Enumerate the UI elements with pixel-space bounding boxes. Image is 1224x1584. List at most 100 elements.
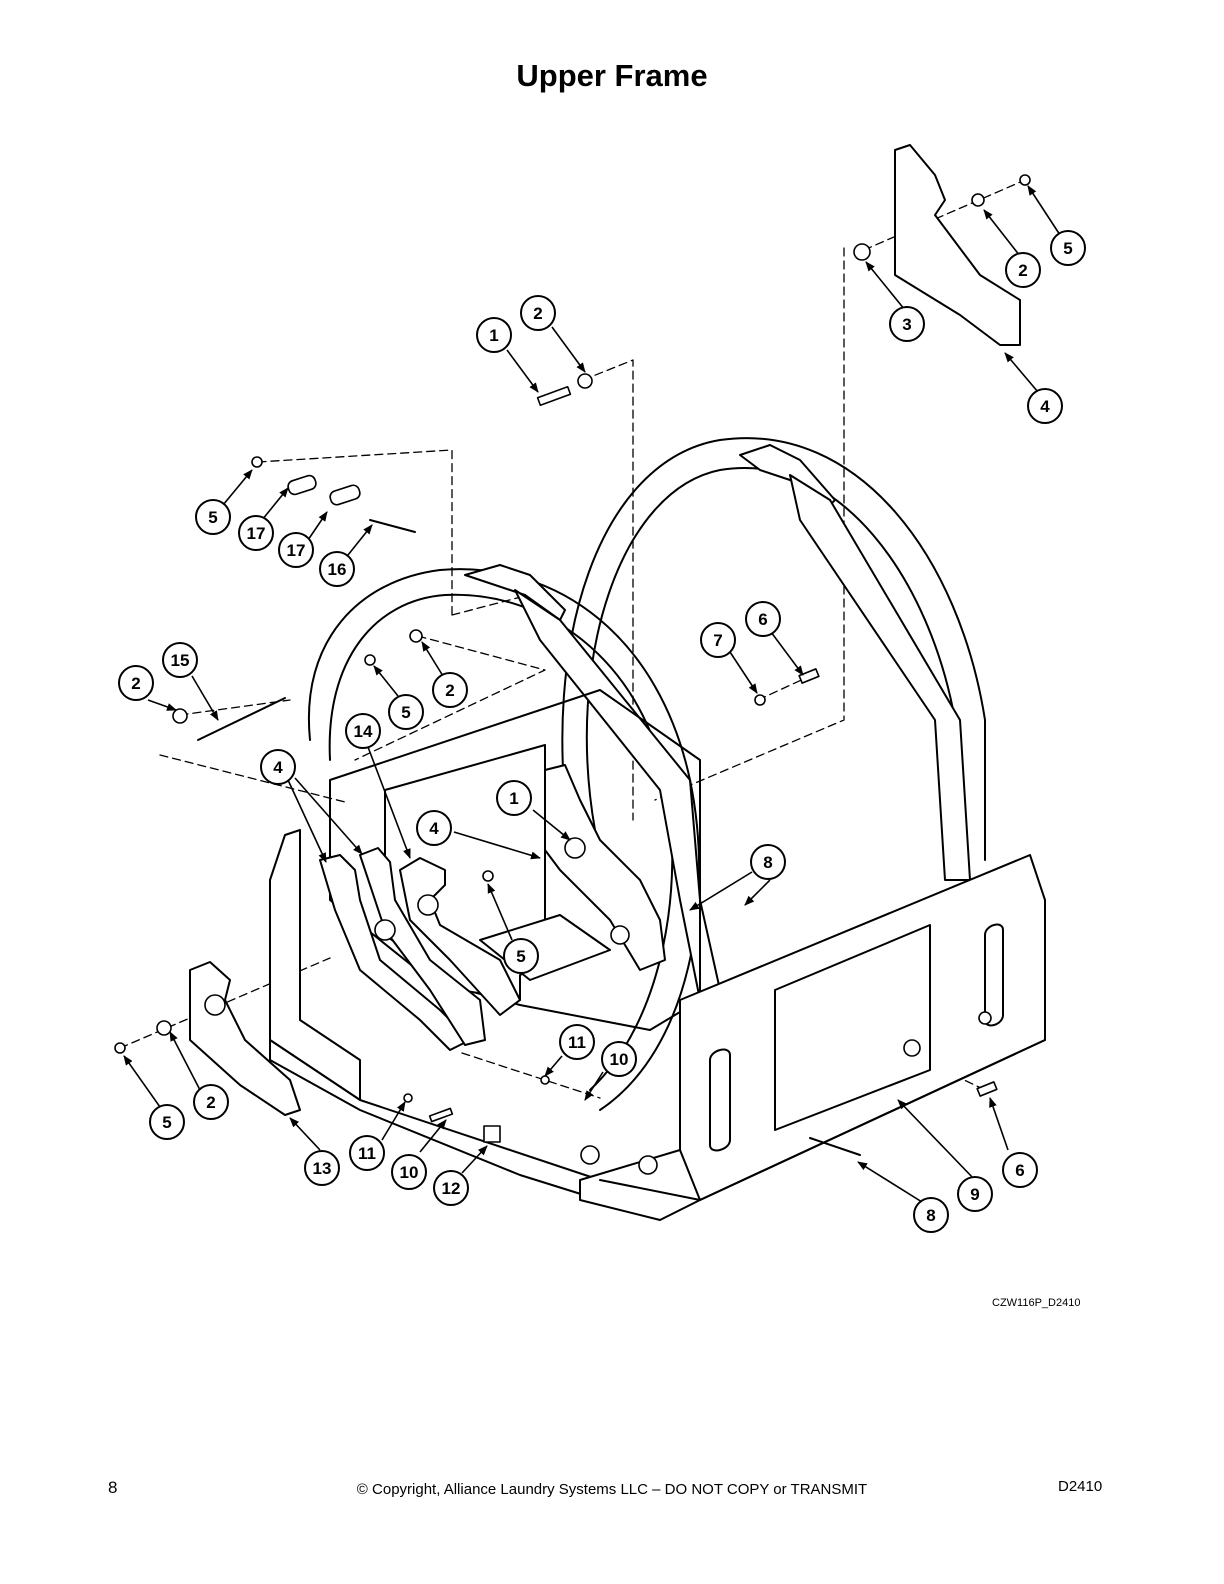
callout-circle — [193, 1084, 229, 1120]
callout-circle — [1005, 252, 1041, 288]
callout-circle — [750, 844, 786, 880]
callout-label: 12 — [442, 1179, 461, 1198]
callout-circle — [195, 499, 231, 535]
callout-label: 10 — [400, 1163, 419, 1182]
callout-circle — [260, 749, 296, 785]
rear-ring — [561, 437, 986, 861]
callout-5: 5 — [1050, 230, 1086, 266]
shock-bracket-d — [544, 764, 666, 971]
copyright-notice: © Copyright, Alliance Laundry Systems LL… — [356, 1481, 868, 1498]
exploded-bracket-top — [894, 144, 1021, 346]
callout-label: 13 — [313, 1159, 332, 1178]
callout-circle — [520, 295, 556, 331]
callout-circle — [1002, 1152, 1038, 1188]
callout-17: 17 — [278, 532, 314, 568]
callout-circle — [319, 551, 355, 587]
callout-2: 2 — [432, 672, 468, 708]
callout-5: 5 — [503, 938, 539, 974]
frame-base-front — [269, 1039, 601, 1201]
callout-4: 4 — [1027, 388, 1063, 424]
callout-circle — [349, 1135, 385, 1171]
callout-circle — [162, 642, 198, 678]
callout-label: 11 — [568, 1033, 586, 1052]
callout-circle — [391, 1154, 427, 1190]
callout-1: 1 — [476, 317, 512, 353]
callout-label: 10 — [610, 1050, 629, 1069]
callout-label: 15 — [171, 651, 190, 670]
callout-circle — [345, 713, 381, 749]
callout-label: 4 — [1040, 397, 1050, 416]
front-ring — [307, 568, 701, 1111]
frame-slot-1 — [709, 1048, 731, 1152]
callout-circle — [149, 1104, 185, 1140]
callout-circle — [278, 532, 314, 568]
callout-label: 6 — [758, 610, 767, 629]
callout-label: 17 — [247, 524, 266, 543]
callout-label: 3 — [902, 315, 911, 334]
front-base-rail — [579, 1149, 701, 1221]
callout-12: 12 — [433, 1170, 469, 1206]
callout-17: 17 — [238, 515, 274, 551]
callout-10: 10 — [601, 1041, 637, 1077]
rod-15 — [197, 697, 286, 741]
page-title: Upper Frame — [516, 58, 708, 93]
callout-label: 16 — [328, 560, 347, 579]
callout-16: 16 — [319, 551, 355, 587]
hardware — [114, 174, 1031, 1175]
callout-5: 5 — [388, 694, 424, 730]
callout-label: 1 — [489, 326, 498, 345]
callout-circle — [700, 622, 736, 658]
callout-label: 17 — [287, 541, 306, 560]
callout-label: 11 — [358, 1144, 376, 1163]
callout-circle — [503, 938, 539, 974]
callout-circle — [913, 1197, 949, 1233]
callout-circle — [1027, 388, 1063, 424]
callout-5: 5 — [195, 499, 231, 535]
leader-arrows — [123, 185, 1063, 1203]
callout-circle — [745, 601, 781, 637]
callout-label: 5 — [1063, 239, 1072, 258]
callout-label: 8 — [763, 853, 772, 872]
callout-15: 15 — [162, 642, 198, 678]
callout-label: 5 — [401, 703, 410, 722]
callout-label: 5 — [516, 947, 525, 966]
callout-label: 2 — [131, 674, 140, 693]
callout-label: 7 — [713, 631, 722, 650]
top-bracket-front — [464, 564, 566, 621]
callout-label: 5 — [208, 508, 217, 527]
callout-10: 10 — [391, 1154, 427, 1190]
strap-rear — [789, 474, 971, 881]
callout-label: 9 — [970, 1185, 979, 1204]
frame-bottom-rail — [599, 1039, 1046, 1201]
callout-label: 4 — [273, 758, 283, 777]
page-number: 8 — [108, 1478, 118, 1497]
callout-6: 6 — [1002, 1152, 1038, 1188]
callout-circle — [601, 1041, 637, 1077]
callout-7: 7 — [700, 622, 736, 658]
callout-6: 6 — [745, 601, 781, 637]
callout-2: 2 — [118, 665, 154, 701]
callout-circle — [433, 1170, 469, 1206]
callout-4: 4 — [260, 749, 296, 785]
callout-13: 13 — [304, 1150, 340, 1186]
callout-circle — [957, 1176, 993, 1212]
callout-circle — [496, 780, 532, 816]
callout-2: 2 — [1005, 252, 1041, 288]
rod-8-bottom — [809, 1137, 861, 1156]
callout-1: 1 — [496, 780, 532, 816]
callout-3: 3 — [889, 306, 925, 342]
callout-11: 11 — [559, 1024, 595, 1060]
callout-2: 2 — [520, 295, 556, 331]
callout-circle — [118, 665, 154, 701]
callout-9: 9 — [957, 1176, 993, 1212]
callout-circle — [304, 1150, 340, 1186]
callout-label: 14 — [354, 722, 373, 741]
callout-8: 8 — [750, 844, 786, 880]
rod-16 — [369, 519, 416, 533]
callout-circle — [416, 810, 452, 846]
callout-circle — [559, 1024, 595, 1060]
callout-circle — [476, 317, 512, 353]
callout-2: 2 — [193, 1084, 229, 1120]
callout-label: 2 — [1018, 261, 1027, 280]
drawing-id: CZW116P_D2410 — [992, 1297, 1081, 1309]
